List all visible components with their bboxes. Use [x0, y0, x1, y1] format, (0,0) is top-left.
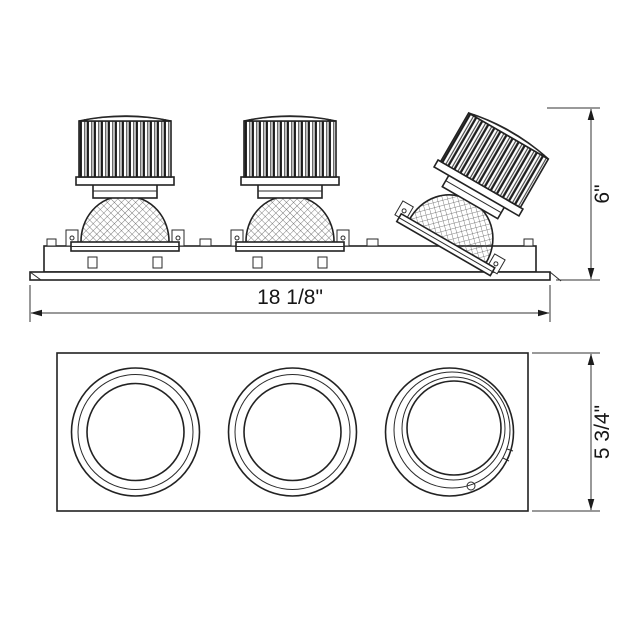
frame-clip [523, 238, 534, 247]
spotlight-left [65, 115, 185, 252]
front-view [56, 352, 529, 512]
frame-clip [366, 238, 379, 247]
side-height-dimension: 6" [547, 107, 614, 281]
retainer-tab [87, 256, 98, 269]
trim-ring-right-tilted [384, 367, 515, 497]
retainer-tab [252, 256, 263, 269]
flange-edge-left [29, 271, 42, 281]
front-height-dimension: 5 3/4" [532, 352, 614, 512]
side-view [29, 101, 563, 282]
front-height-dimension-label: 5 3/4" [591, 405, 614, 459]
trim-ring-left [70, 367, 201, 497]
trim-ring-center [227, 367, 358, 497]
front-frame [56, 352, 529, 512]
gimbal-screw [466, 481, 476, 491]
trim-flange [29, 271, 551, 281]
width-dimension-label: 18 1/8" [257, 286, 323, 309]
retainer-tab [317, 256, 328, 269]
side-height-dimension-label: 6" [591, 184, 614, 203]
width-dimension: 18 1/8" [29, 285, 551, 322]
frame-clip [46, 238, 57, 247]
lock-tab [506, 448, 514, 452]
spotlight-center [230, 115, 350, 252]
retainer-tab [152, 256, 163, 269]
frame-clip [199, 238, 212, 247]
lock-tab [502, 457, 510, 462]
